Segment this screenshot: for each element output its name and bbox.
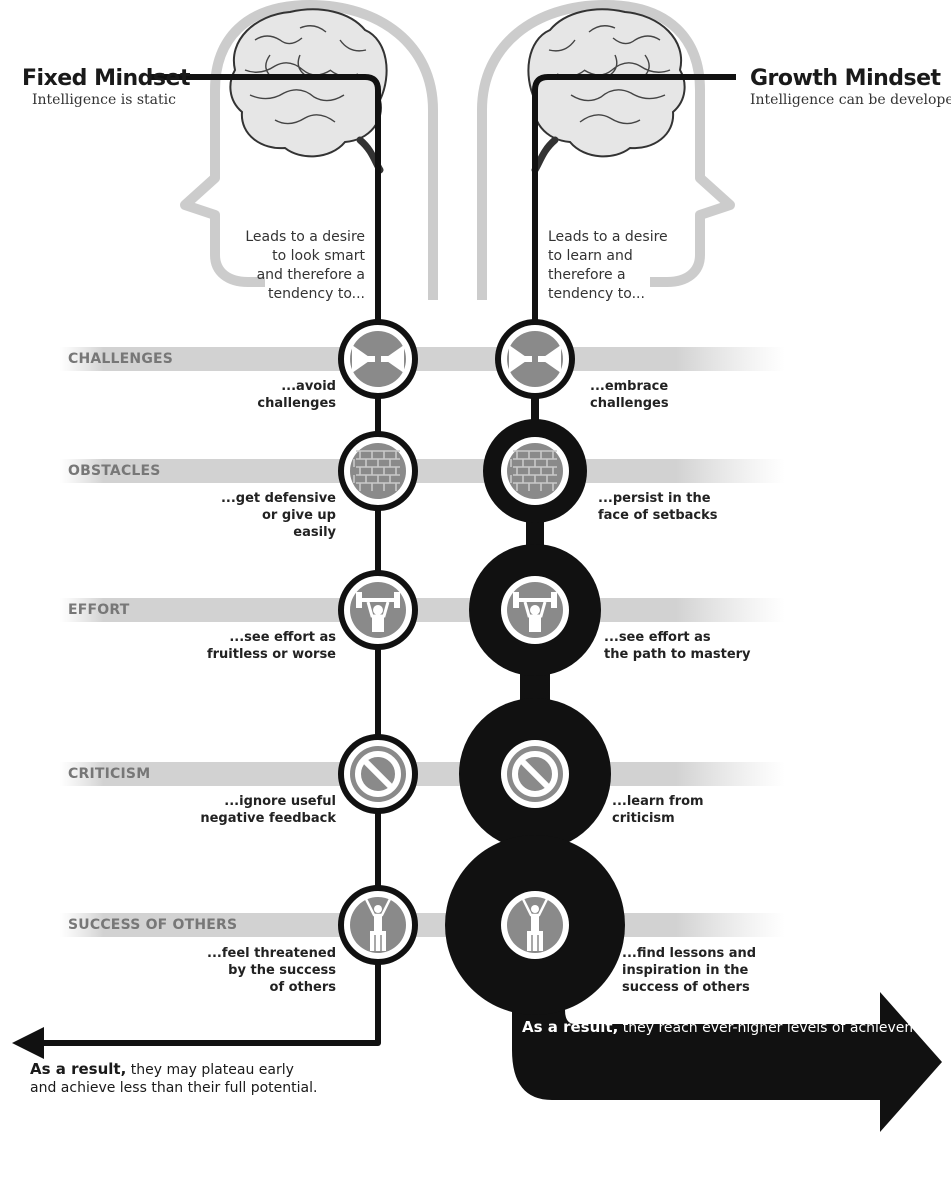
fixed-brick-wall-icon	[353, 450, 400, 491]
category-bands	[60, 347, 785, 937]
fixed-weightlifter-icon	[356, 592, 400, 632]
fixed-subtitle: Intelligence is static	[32, 92, 176, 108]
growth-brick-wall-icon	[510, 450, 557, 491]
fixed-response-effort: ...see effort as fruitless or worse	[206, 630, 336, 662]
category-label-challenges: CHALLENGES	[68, 351, 174, 367]
category-label-success-of-others: SUCCESS OF OTHERS	[68, 917, 238, 933]
fixed-title: Fixed Mindset	[22, 66, 190, 91]
growth-head-outline	[477, 0, 735, 300]
growth-response-success-of-others: ...find lessons and inspiration in the s…	[622, 946, 757, 995]
fixed-path	[12, 74, 381, 1059]
growth-winner-podium-icon	[521, 898, 549, 951]
band-obstacles	[60, 459, 785, 483]
fixed-left-arrow	[12, 1027, 44, 1059]
fixed-arrows-inward-icon	[352, 335, 404, 383]
band-success-of-others	[60, 913, 785, 937]
growth-response-effort: ...see effort as the path to mastery	[604, 630, 751, 662]
fixed-head-outline	[180, 0, 438, 300]
band-effort	[60, 598, 785, 622]
category-label-effort: EFFORT	[68, 602, 130, 618]
growth-subtitle: Intelligence can be developed	[750, 92, 951, 108]
growth-weightlifter-icon	[513, 592, 557, 632]
fixed-lead-text: Leads to a desire to look smart and ther…	[245, 229, 365, 302]
growth-response-criticism: ...learn from criticism	[612, 794, 704, 826]
fixed-response-success-of-others: ...feel threatened by the success of oth…	[207, 946, 336, 995]
growth-prohibited-icon	[512, 751, 558, 797]
growth-response-challenges: ...embrace challenges	[590, 379, 669, 411]
fixed-response-challenges: ...avoid challenges	[257, 379, 336, 411]
category-label-obstacles: OBSTACLES	[68, 463, 161, 479]
growth-arrows-inward-icon	[509, 335, 561, 383]
category-label-criticism: CRITICISM	[68, 766, 151, 782]
growth-lead-text: Leads to a desire to learn and therefore…	[548, 229, 668, 302]
fixed-winner-podium-icon	[364, 898, 392, 951]
growth-result-text: As a result, they reach ever-higher leve…	[522, 1018, 946, 1036]
band-criticism	[60, 762, 785, 786]
growth-title: Growth Mindset	[750, 66, 941, 91]
fixed-prohibited-icon	[355, 751, 401, 797]
growth-response-obstacles: ...persist in the face of setbacks	[598, 491, 718, 523]
fixed-result-text: As a result, they may plateau early and …	[30, 1060, 318, 1096]
band-challenges	[60, 347, 785, 371]
fixed-response-criticism: ...ignore useful negative feedback	[200, 794, 336, 826]
fixed-response-obstacles: ...get defensive or give up easily	[220, 491, 336, 540]
growth-result-arrow	[512, 940, 942, 1132]
